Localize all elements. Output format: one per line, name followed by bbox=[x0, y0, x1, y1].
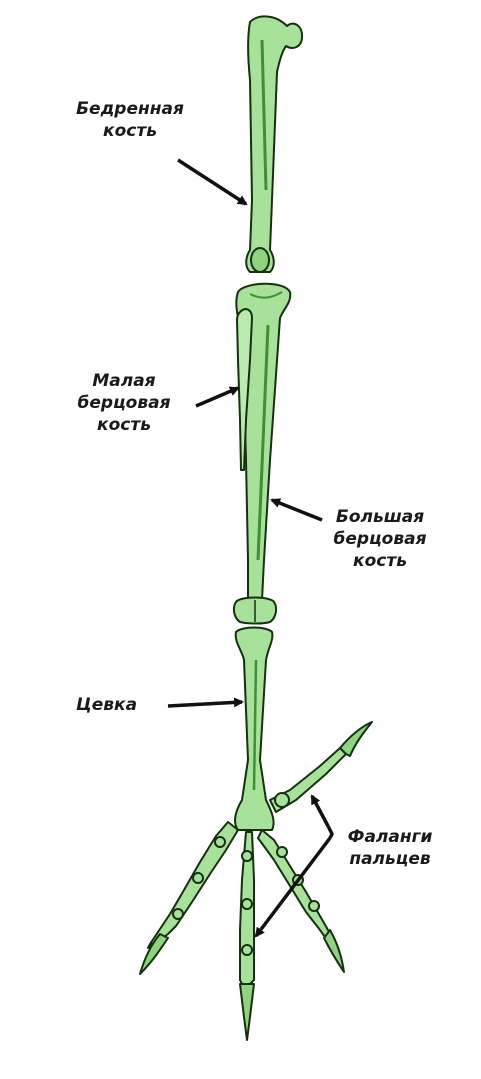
tibia-label: Большая берцовая кость bbox=[318, 506, 442, 572]
left-toe bbox=[140, 822, 238, 974]
tibia-label-line-3: кость bbox=[318, 550, 442, 572]
fibula-label: Малая берцовая кость bbox=[62, 370, 186, 436]
phalanges-label: Фаланги пальцев bbox=[330, 826, 450, 870]
tarsus-label: Цевка bbox=[76, 694, 166, 716]
femur-label-line-2: кость bbox=[60, 120, 200, 142]
ankle-joint bbox=[234, 598, 276, 624]
phalanges-arrow-upper bbox=[312, 796, 328, 826]
fibula-label-line-2: берцовая bbox=[62, 392, 186, 414]
femur-label-line-1: Бедренная bbox=[60, 98, 200, 120]
tarsometatarsus-bone bbox=[235, 628, 274, 831]
tarsus-label-line-1: Цевка bbox=[76, 694, 166, 716]
phalanges-label-line-1: Фаланги bbox=[330, 826, 450, 848]
femur-bone bbox=[246, 16, 302, 272]
fibula-label-line-1: Малая bbox=[62, 370, 186, 392]
tarsus-arrow bbox=[168, 702, 242, 706]
hallux-toe bbox=[270, 722, 372, 812]
fibula-label-line-3: кость bbox=[62, 414, 186, 436]
tibia-arrow bbox=[272, 500, 322, 520]
tibia-label-line-1: Большая bbox=[318, 506, 442, 528]
fibula-arrow bbox=[196, 388, 238, 406]
femur-arrow bbox=[178, 160, 246, 204]
middle-toe bbox=[240, 832, 254, 1040]
femur-label: Бедренная кость bbox=[60, 98, 200, 142]
tibia-label-line-2: берцовая bbox=[318, 528, 442, 550]
phalanges-label-line-2: пальцев bbox=[330, 848, 450, 870]
